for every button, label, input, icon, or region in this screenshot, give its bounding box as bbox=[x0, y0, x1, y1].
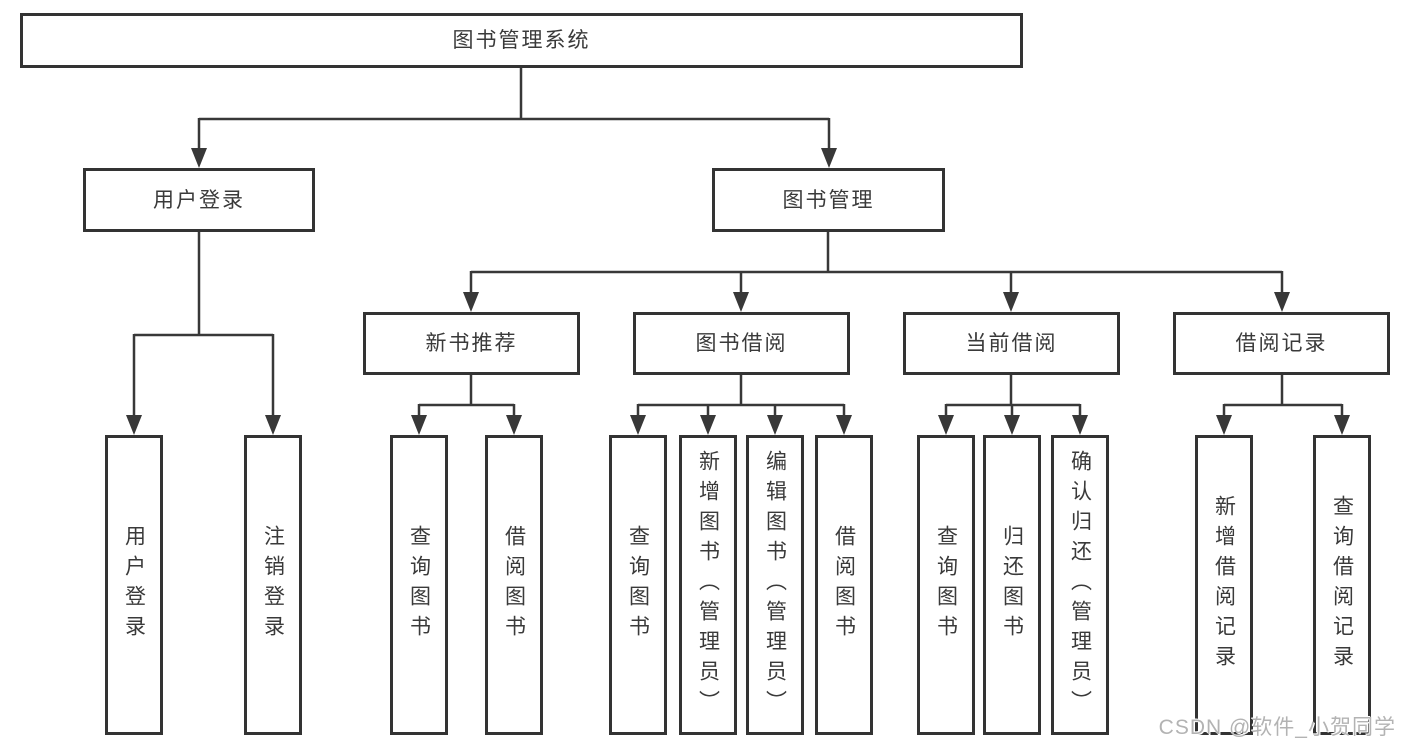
connector-root-to-level2 bbox=[197, 68, 831, 152]
node-label: 借阅记录 bbox=[1235, 332, 1328, 355]
arrow-down-icon bbox=[463, 292, 479, 312]
leaf-current-query-books: 查询图书 bbox=[917, 435, 975, 735]
arrow-down-icon bbox=[630, 415, 646, 435]
node-label: 当前借阅 bbox=[965, 332, 1058, 355]
node-label: 查询图书 bbox=[626, 525, 650, 645]
arrow-down-icon bbox=[700, 415, 716, 435]
arrow-down-icon bbox=[767, 415, 783, 435]
node-book-management: 图书管理 bbox=[712, 168, 945, 232]
leaf-current-confirm-return-admin: 确认归还（管理员） bbox=[1051, 435, 1109, 735]
arrow-down-icon bbox=[265, 415, 281, 435]
arrow-down-icon bbox=[1274, 292, 1290, 312]
node-label: 新书推荐 bbox=[425, 332, 518, 355]
leaf-current-return-books: 归还图书 bbox=[983, 435, 1041, 735]
node-label: 新增借阅记录 bbox=[1212, 495, 1236, 675]
arrow-down-icon bbox=[836, 415, 852, 435]
arrow-down-icon bbox=[1004, 415, 1020, 435]
csdn-watermark: CSDN @软件_小贺同学 bbox=[1158, 716, 1396, 739]
node-label: 查询借阅记录 bbox=[1330, 495, 1354, 675]
node-label: 编辑图书（管理员） bbox=[763, 450, 787, 720]
connector-bookmgmt-to-level3 bbox=[469, 232, 1284, 296]
leaf-user-login: 用户登录 bbox=[105, 435, 163, 735]
leaf-records-add-borrow-record: 新增借阅记录 bbox=[1195, 435, 1253, 735]
connector-current-to-leaves bbox=[944, 375, 1082, 419]
arrow-down-icon bbox=[191, 148, 207, 168]
arrow-down-icon bbox=[821, 148, 837, 168]
leaf-borrowing-edit-books-admin: 编辑图书（管理员） bbox=[746, 435, 804, 735]
arrow-down-icon bbox=[938, 415, 954, 435]
arrow-down-icon bbox=[1216, 415, 1232, 435]
node-current-borrowing: 当前借阅 bbox=[903, 312, 1120, 375]
leaf-logout: 注销登录 bbox=[244, 435, 302, 735]
connector-userlogin-to-leaves bbox=[132, 232, 275, 419]
node-label: 归还图书 bbox=[1000, 525, 1024, 645]
arrow-down-icon bbox=[1072, 415, 1088, 435]
node-label: 注销登录 bbox=[261, 525, 285, 645]
connector-borrow-to-leaves bbox=[636, 375, 846, 419]
connector-recommend-to-leaves bbox=[417, 375, 516, 419]
arrow-down-icon bbox=[733, 292, 749, 312]
node-label: 新增图书（管理员） bbox=[696, 450, 720, 720]
arrow-down-icon bbox=[126, 415, 142, 435]
connector-records-to-leaves bbox=[1222, 375, 1344, 419]
node-label: 借阅图书 bbox=[832, 525, 856, 645]
node-book-borrowing: 图书借阅 bbox=[633, 312, 850, 375]
node-label: 用户登录 bbox=[153, 188, 245, 212]
leaf-records-query-borrow-record: 查询借阅记录 bbox=[1313, 435, 1371, 735]
node-library-management-system: 图书管理系统 bbox=[20, 13, 1023, 68]
leaf-recommend-borrow-books: 借阅图书 bbox=[485, 435, 543, 735]
leaf-borrowing-borrow-books: 借阅图书 bbox=[815, 435, 873, 735]
arrow-down-icon bbox=[506, 415, 522, 435]
node-label: 图书管理 bbox=[782, 188, 875, 212]
leaf-borrowing-add-books-admin: 新增图书（管理员） bbox=[679, 435, 737, 735]
leaf-borrowing-query-books: 查询图书 bbox=[609, 435, 667, 735]
node-label: 图书借阅 bbox=[695, 332, 788, 355]
node-user-login: 用户登录 bbox=[83, 168, 315, 232]
node-label: 图书管理系统 bbox=[452, 29, 591, 52]
node-new-book-recommendation: 新书推荐 bbox=[363, 312, 580, 375]
arrow-down-icon bbox=[411, 415, 427, 435]
node-label: 确认归还（管理员） bbox=[1068, 450, 1092, 720]
leaf-recommend-query-books: 查询图书 bbox=[390, 435, 448, 735]
arrow-down-icon bbox=[1334, 415, 1350, 435]
node-label: 借阅图书 bbox=[502, 525, 526, 645]
node-label: 查询图书 bbox=[934, 525, 958, 645]
node-label: 查询图书 bbox=[407, 525, 431, 645]
arrow-down-icon bbox=[1003, 292, 1019, 312]
node-borrowing-records: 借阅记录 bbox=[1173, 312, 1390, 375]
node-label: 用户登录 bbox=[122, 525, 146, 645]
